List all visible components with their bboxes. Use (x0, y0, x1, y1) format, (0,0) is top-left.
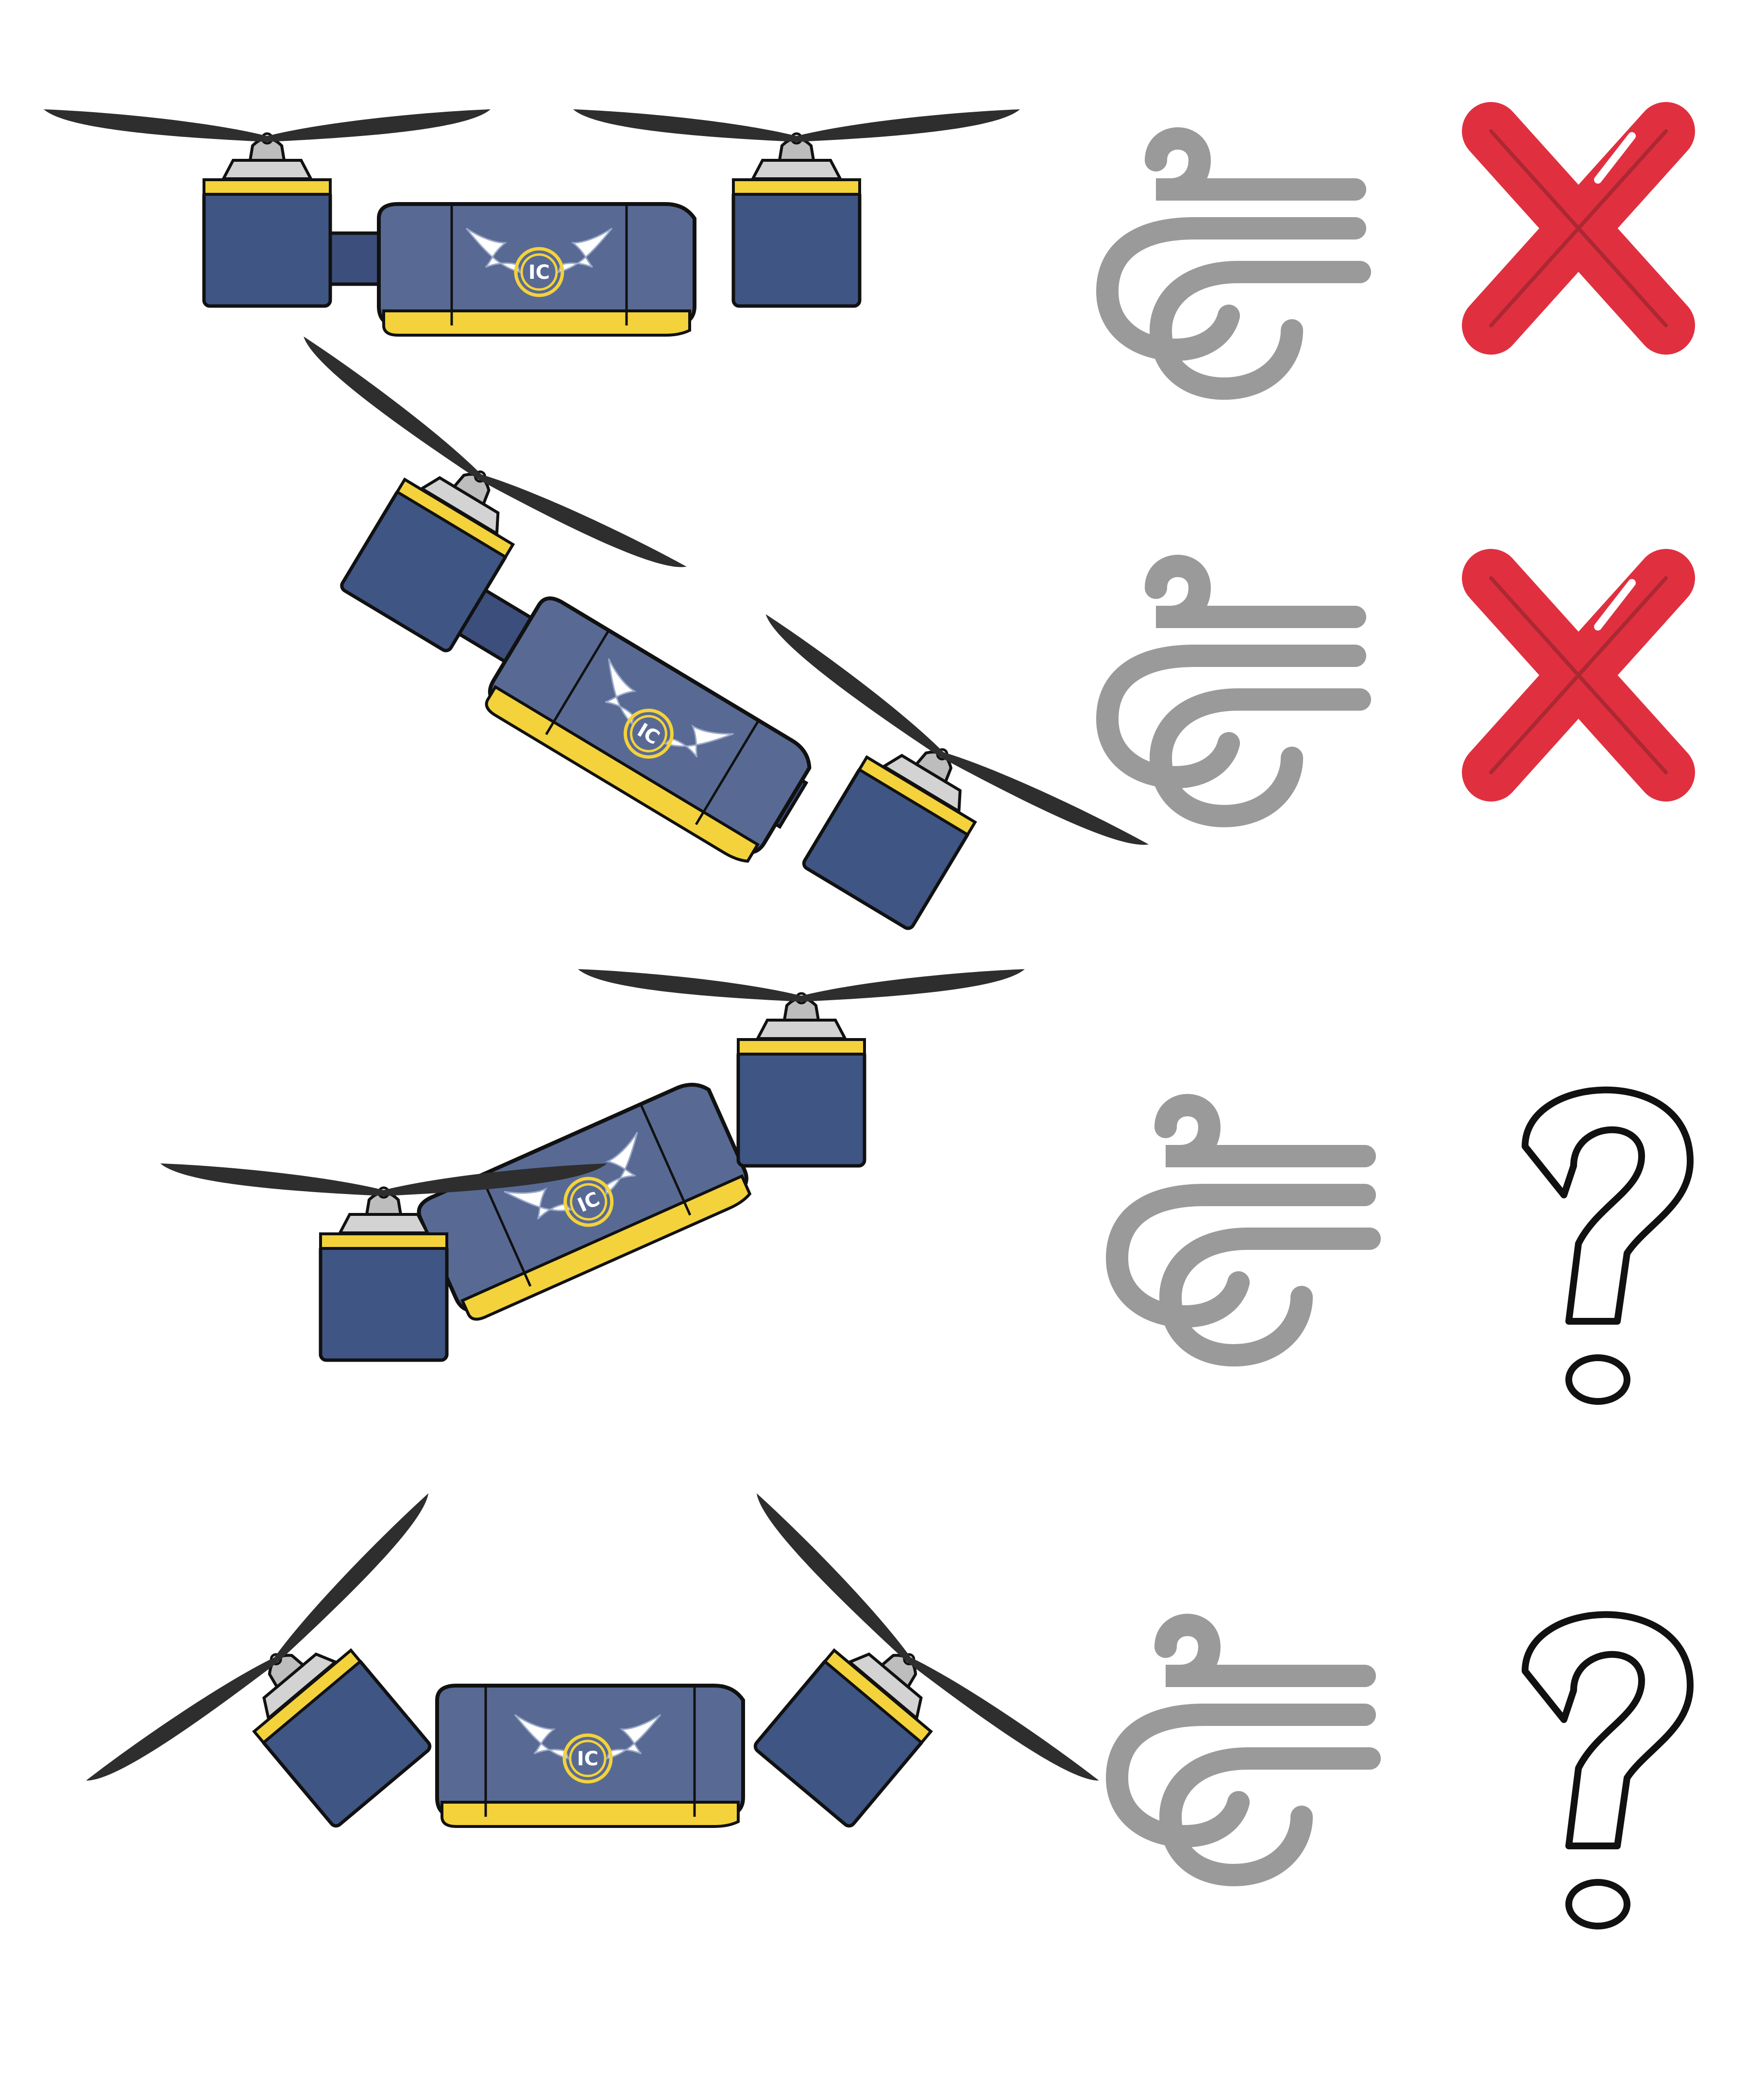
motors-row3 (160, 969, 1025, 1360)
drone-motors-tilted-inward (86, 1493, 1099, 1931)
wind-icon (1107, 138, 1360, 389)
propeller (44, 109, 491, 142)
propeller (578, 969, 1025, 1002)
wind-icon (1107, 566, 1360, 816)
cross-icon (1462, 549, 1695, 802)
propeller (573, 109, 1020, 142)
drone-level (44, 109, 1020, 337)
drone-tilted-nose-down (287, 336, 1149, 1038)
wind-icon (1117, 1105, 1370, 1355)
cross-icon (1462, 102, 1695, 355)
wind-icon (1117, 1625, 1370, 1875)
question-mark-icon (1522, 1086, 1694, 1405)
question-mark-icon (1522, 1611, 1694, 1929)
